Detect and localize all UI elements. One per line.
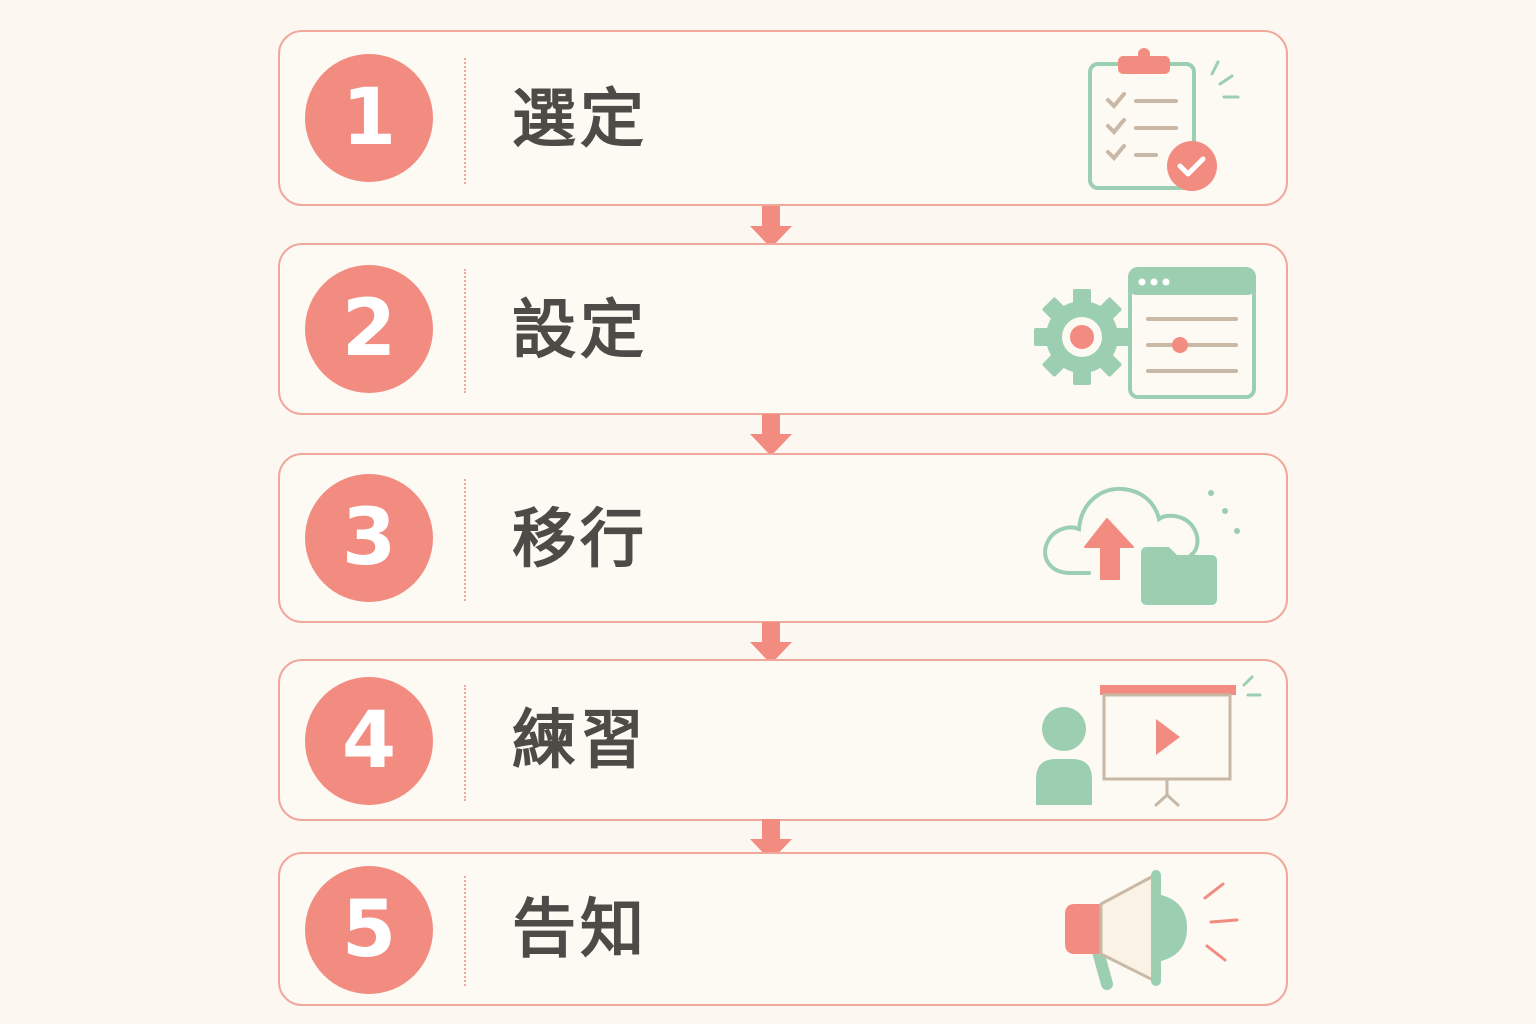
step-number-badge: 3 bbox=[305, 474, 433, 602]
step-label: 移行 bbox=[512, 503, 648, 577]
arrow-down-icon bbox=[750, 206, 792, 248]
arrow-down-icon bbox=[750, 622, 792, 664]
arrow-down-icon bbox=[750, 819, 792, 861]
step-label: 練習 bbox=[512, 704, 648, 778]
arrow-down-icon bbox=[750, 414, 792, 456]
megaphone-icon bbox=[1065, 870, 1239, 990]
step-number-badge: 4 bbox=[305, 677, 433, 805]
dotted-divider bbox=[464, 685, 466, 801]
step-card-1: 1 選定 bbox=[278, 30, 1288, 206]
dotted-divider bbox=[464, 479, 466, 601]
step-label: 設定 bbox=[512, 294, 648, 368]
step-number-badge: 1 bbox=[305, 54, 433, 182]
step-card-2: 2 設定 bbox=[278, 243, 1288, 415]
step-card-4: 4 練習 bbox=[278, 659, 1288, 821]
clipboard-check-icon bbox=[1088, 48, 1240, 191]
step-number-badge: 5 bbox=[305, 866, 433, 994]
step-label: 告知 bbox=[512, 893, 648, 967]
dotted-divider bbox=[464, 58, 466, 184]
dotted-divider bbox=[464, 269, 466, 393]
step-number-badge: 2 bbox=[305, 265, 433, 393]
step-label: 選定 bbox=[512, 83, 648, 157]
cloud-upload-folder-icon bbox=[1043, 486, 1240, 605]
step-card-3: 3 移行 bbox=[278, 453, 1288, 623]
dotted-divider bbox=[464, 876, 466, 986]
step-card-5: 5 告知 bbox=[278, 852, 1288, 1006]
person-presentation-icon bbox=[1036, 675, 1262, 807]
gear-settings-window-icon bbox=[1034, 267, 1256, 399]
